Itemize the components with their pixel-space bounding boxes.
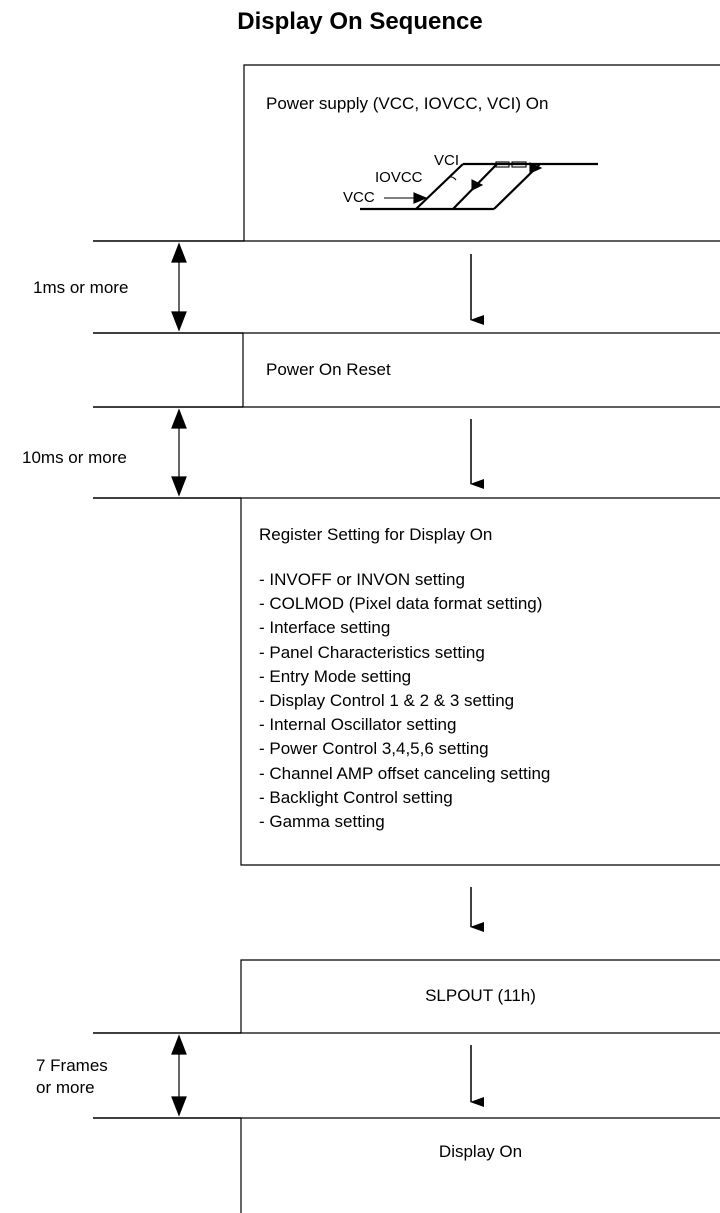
display-on-box: [240, 1117, 720, 1213]
timing-label-10ms: 10ms or more: [22, 448, 127, 467]
timing-label-7frames-2: or more: [36, 1078, 95, 1097]
slpout-label: SLPOUT (11h): [425, 986, 536, 1005]
list-item: - INVOFF or INVON setting: [259, 570, 465, 589]
list-item: - Panel Characteristics setting: [259, 642, 485, 662]
list-item: - Channel AMP offset canceling setting: [259, 763, 551, 783]
timing-label-7frames: 7 Frames: [36, 1056, 108, 1075]
register-settings-list: - INVOFF or INVON setting - COLMOD (Pixe…: [259, 568, 550, 834]
slpout-box: [240, 959, 720, 1034]
power-on-reset-box: [242, 332, 720, 408]
power-supply-box: [243, 64, 720, 242]
power-supply-label: Power supply (VCC, IOVCC, VCI) On: [266, 94, 549, 113]
list-item: - Gamma setting: [259, 812, 385, 832]
timing-label-1ms: 1ms or more: [33, 278, 129, 297]
register-setting-label: Register Setting for Display On: [259, 525, 493, 544]
waveform-leaders: [384, 161, 543, 204]
page-title: Display On Sequence: [237, 8, 483, 35]
vci-label: VCI: [434, 152, 460, 169]
timing-arrows: [171, 242, 187, 1117]
register-setting-box: [240, 497, 720, 866]
iovcc-label: IOVCC: [375, 169, 423, 186]
list-item: - Interface setting: [259, 618, 391, 638]
vcc-label: VCC: [343, 189, 375, 206]
list-item: - Power Control 3,4,5,6 setting: [259, 739, 489, 759]
list-item: - Display Control 1 & 2 & 3 setting: [259, 691, 515, 711]
list-item: - Entry Mode setting: [259, 666, 412, 686]
list-item: - COLMOD (Pixel data format setting): [259, 594, 543, 614]
display-on-label: Display On: [438, 1142, 523, 1161]
list-item: - Backlight Control setting: [259, 787, 453, 807]
list-item: - Internal Oscillator setting: [259, 715, 457, 735]
power-on-reset-label: Power On Reset: [266, 360, 391, 379]
